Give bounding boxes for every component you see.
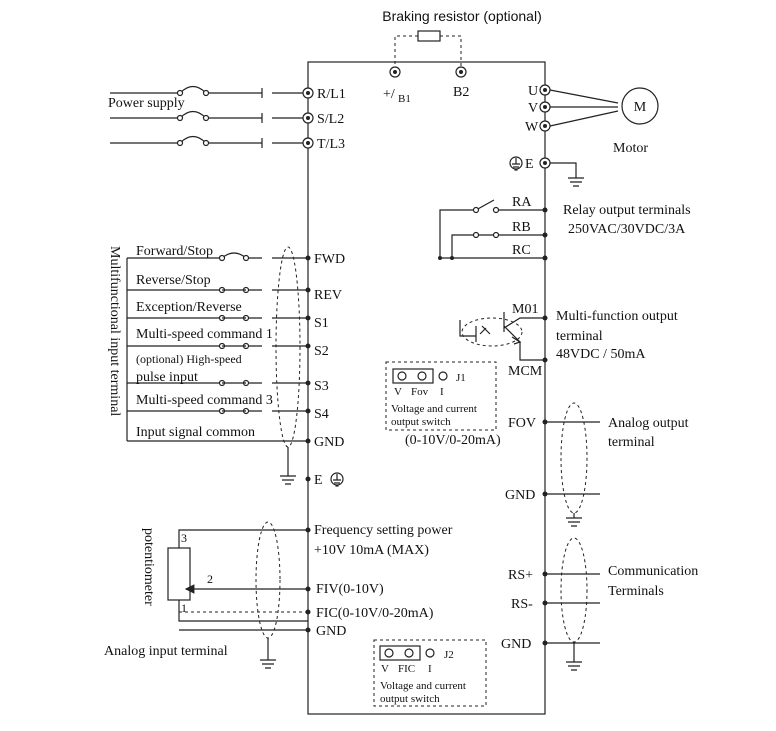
b2-label: B2 [453, 85, 469, 100]
di-term-4: S3 [314, 379, 329, 394]
analog-out-1: Analog output [608, 416, 689, 431]
di-label-0: Forward/Stop [136, 244, 213, 259]
terminal-u: U [528, 84, 538, 99]
comm-2: Terminals [608, 584, 664, 599]
terminal-s: S/L2 [317, 112, 344, 127]
communication: RS+ RS- GND [501, 537, 600, 671]
braking-resistor [394, 30, 462, 70]
j1-line1: Voltage and current [391, 403, 477, 415]
j2-fic: FIC [398, 663, 415, 675]
mfo-m01: M01 [512, 302, 538, 317]
motor-symbol: M [621, 87, 659, 125]
relay-rb: RB [512, 220, 531, 235]
j1-line2: output switch [391, 416, 451, 428]
earth-output: E [509, 156, 584, 187]
terminal-fov: FOV [508, 416, 536, 431]
di-term-1: REV [314, 288, 342, 303]
di-term-5: S4 [314, 407, 329, 422]
digital-inputs [126, 246, 311, 485]
analog-out-2: terminal [608, 435, 655, 450]
inverter-body [307, 61, 546, 715]
fiv-label: FIV(0-10V) [316, 582, 384, 597]
freq-power-1: Frequency setting power [314, 523, 453, 538]
earth-input: E [305, 472, 344, 488]
mfo-mcm: MCM [508, 364, 543, 379]
di-term-3: S2 [314, 344, 329, 359]
di-label-2: Exception/Reverse [136, 300, 242, 315]
earth-label-mid: E [314, 473, 323, 488]
comm-1: Communication [608, 564, 698, 579]
power-supply-label: Power supply [108, 96, 185, 111]
j1-switch: J1 V Fov I Voltage and current output sw… [385, 361, 497, 431]
potentiometer: 3 2 1 [167, 521, 311, 669]
j2-v: V [381, 663, 389, 675]
terminal-gnd-ao: GND [505, 488, 535, 503]
dc-plus-sub: B1 [398, 93, 411, 105]
di-term-2: S1 [314, 316, 329, 331]
motor-output-terminals: U V W [525, 84, 619, 135]
terminal-t: T/L3 [317, 137, 345, 152]
earth-label-top: E [525, 157, 534, 172]
di-label-3: Multi-speed command 1 [136, 327, 273, 342]
pot-pin-2: 2 [207, 572, 213, 586]
braking-resistor-label: Braking resistor (optional) [382, 8, 542, 24]
fic-label: FIC(0-10V/0-20mA) [316, 606, 434, 621]
j2-i: I [428, 663, 432, 675]
mfo-line1: Multi-function output [556, 309, 678, 324]
j2-line1: Voltage and current [380, 680, 466, 692]
freq-power-2: +10V 10mA (MAX) [314, 543, 429, 558]
analog-in-label: Analog input terminal [104, 644, 228, 659]
power-input-lines [110, 85, 303, 148]
fov-range: (0-10V/0-20mA) [405, 433, 501, 448]
di-term-0: FWD [314, 252, 345, 267]
dc-terminals: +/ B1 B2 [383, 66, 469, 105]
di-label-1: Reverse/Stop [136, 273, 211, 288]
j2-name: J2 [444, 649, 454, 661]
di-label-4: (optional) High-speed [136, 352, 242, 366]
di-label-6: Input signal common [136, 425, 255, 440]
terminal-rs-minus: RS- [511, 597, 533, 612]
mfo-line3: 48VDC / 50mA [556, 347, 646, 362]
gnd-ai-label: GND [316, 624, 346, 639]
potentiometer-label: potentiometer [141, 528, 156, 606]
j1-name: J1 [456, 372, 466, 384]
terminal-gnd-comm: GND [501, 637, 531, 652]
motor-m: M [634, 100, 647, 115]
analog-output: FOV GND [505, 402, 600, 527]
j1-i: I [440, 386, 444, 398]
side-label: Multifunctional input terminal [107, 246, 122, 416]
motor-label: Motor [613, 141, 648, 156]
mfo-line2: terminal [556, 329, 603, 344]
terminal-rs-plus: RS+ [508, 568, 533, 583]
j1-fov: Fov [411, 386, 429, 398]
di-label-5: Multi-speed command 3 [136, 393, 273, 408]
input-terminals: R/L1 S/L2 T/L3 [302, 87, 346, 152]
relay-rating: 250VAC/30VDC/3A [568, 222, 686, 237]
relay-rc: RC [512, 243, 531, 258]
mfo-transistor: M01 MCM [459, 302, 548, 379]
relay-outputs: RA RB RC [438, 195, 548, 261]
terminal-w: W [525, 120, 539, 135]
terminal-v: V [528, 101, 538, 116]
relay-title: Relay output terminals [563, 203, 691, 218]
dc-plus-label: +/ [383, 87, 395, 102]
di-term-6: GND [314, 435, 344, 450]
j2-switch: J2 V FIC I Voltage and current output sw… [373, 639, 487, 707]
j2-line2: output switch [380, 693, 440, 705]
terminal-r: R/L1 [317, 87, 346, 102]
pot-pin-1: 1 [181, 601, 187, 615]
di-label-4b: pulse input [136, 370, 198, 385]
relay-ra: RA [512, 195, 532, 210]
pot-pin-3: 3 [181, 531, 187, 545]
j1-v: V [394, 386, 402, 398]
